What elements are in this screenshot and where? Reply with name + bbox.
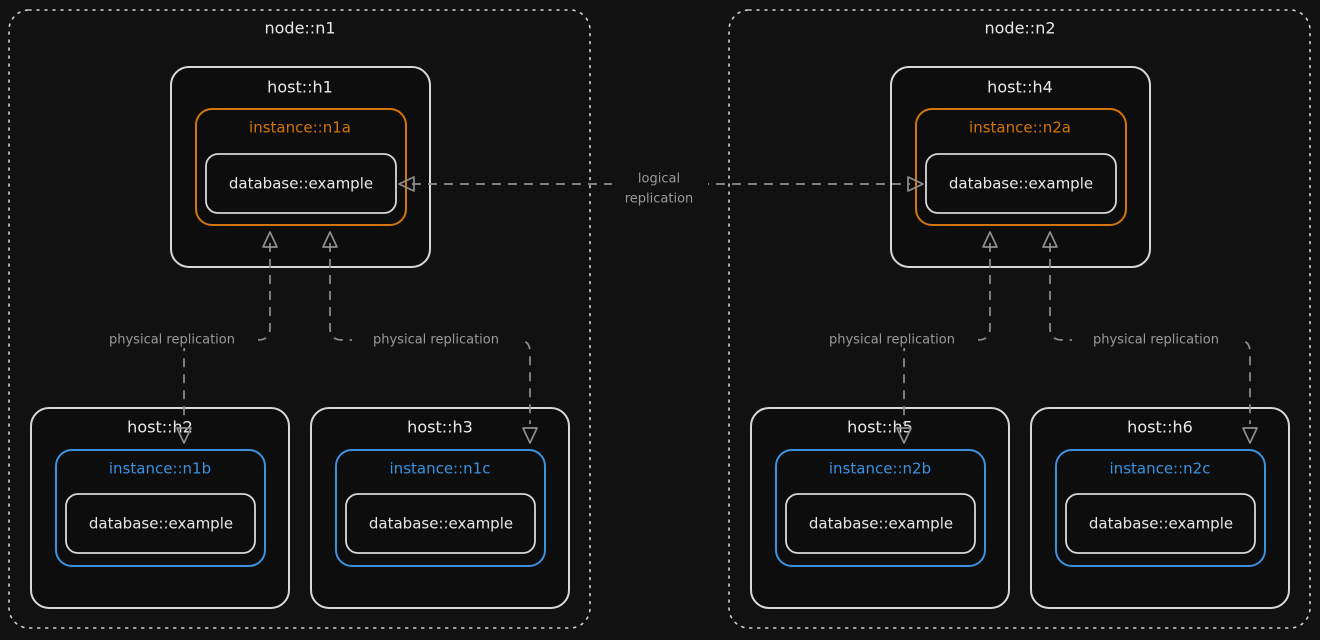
database-box-n2c[interactable]	[1065, 493, 1256, 554]
edge-physical-replication-n1b[interactable]: physical replication	[88, 231, 278, 444]
node-container-n2[interactable]	[728, 9, 1311, 629]
node-label-n1: node::n1	[264, 19, 335, 38]
host-label-h3: host::h3	[407, 418, 473, 437]
edge-label-physical-replication-n1b: physical replication	[109, 333, 235, 348]
host-group-h2[interactable]: host::h2 instance::n1b database::example	[30, 407, 290, 609]
instance-label-n1a: instance::n1a	[249, 119, 351, 137]
node-label-n2: node::n2	[984, 19, 1055, 38]
instance-label-n1c: instance::n1c	[390, 460, 491, 478]
edge-label-physical-replication-n2b: physical replication	[829, 333, 955, 348]
database-label-n1c: database::example	[369, 515, 513, 533]
host-label-h5: host::h5	[847, 418, 913, 437]
edge-physical-replication-n2c[interactable]: physical replication	[1042, 231, 1258, 444]
edge-label-logical-replication-line1: logical	[638, 172, 680, 187]
host-group-h6[interactable]: host::h6 instance::n2c database::example	[1030, 407, 1290, 609]
edge-label-physical-replication-n2c: physical replication	[1093, 333, 1219, 348]
database-label-n1a: database::example	[229, 175, 373, 193]
edge-label-logical-replication-line2: replication	[625, 192, 694, 207]
database-label-n2b: database::example	[809, 515, 953, 533]
host-group-h4[interactable]: host::h4 instance::n2a database::example	[890, 66, 1151, 268]
instance-label-n2c: instance::n2c	[1110, 460, 1211, 478]
host-label-h2: host::h2	[127, 418, 193, 437]
database-label-n2a: database::example	[949, 175, 1093, 193]
instance-label-n2a: instance::n2a	[969, 119, 1071, 137]
edge-physical-replication-n2b[interactable]: physical replication	[808, 231, 998, 444]
instance-label-n2b: instance::n2b	[829, 460, 931, 478]
node-group-n1[interactable]: node::n1 host::h1 instance::n1a database…	[8, 9, 591, 629]
database-box-n2a[interactable]	[925, 153, 1117, 214]
edge-physical-replication-n1c[interactable]: physical replication	[322, 231, 538, 444]
host-group-h1[interactable]: host::h1 instance::n1a database::example	[170, 66, 431, 268]
node-group-n2[interactable]: node::n2 host::h4 instance::n2a database…	[728, 9, 1311, 629]
host-label-h6: host::h6	[1127, 418, 1193, 437]
database-box-n1b[interactable]	[65, 493, 256, 554]
database-box-n1a[interactable]	[205, 153, 397, 214]
database-label-n1b: database::example	[89, 515, 233, 533]
database-box-n2b[interactable]	[785, 493, 976, 554]
instance-label-n1b: instance::n1b	[109, 460, 211, 478]
host-label-h4: host::h4	[987, 78, 1053, 97]
host-group-h5[interactable]: host::h5 instance::n2b database::example	[750, 407, 1010, 609]
database-label-n2c: database::example	[1089, 515, 1233, 533]
host-group-h3[interactable]: host::h3 instance::n1c database::example	[310, 407, 570, 609]
edge-logical-replication[interactable]: logical replication	[398, 168, 924, 208]
edge-label-physical-replication-n1c: physical replication	[373, 333, 499, 348]
host-label-h1: host::h1	[267, 78, 333, 97]
database-box-n1c[interactable]	[345, 493, 536, 554]
node-container-n1[interactable]	[8, 9, 591, 629]
